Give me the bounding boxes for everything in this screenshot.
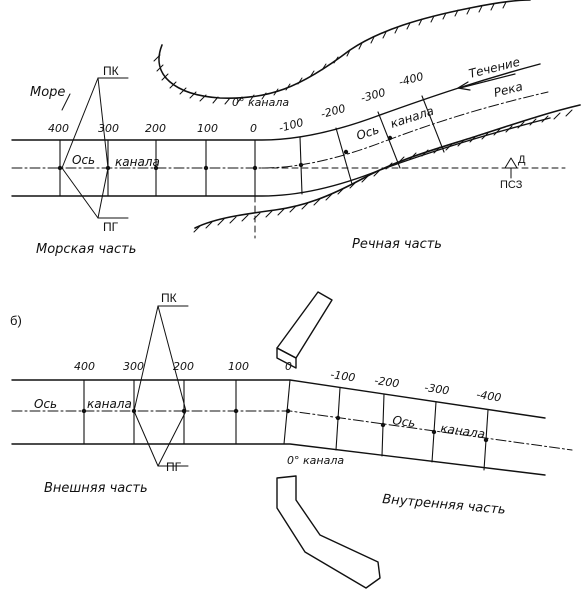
axis-word1-a: Ось [72, 153, 95, 167]
pk-label-a: ПК [103, 64, 119, 78]
range-lines-b [133, 305, 189, 467]
station-b-7: -300 [424, 381, 451, 397]
range-lines-a [61, 77, 129, 219]
stations-b: 400 300 200 100 0 -100 -200 -300 -400 [74, 360, 502, 404]
d-label: Д [518, 154, 526, 166]
outer-part-label: Внешняя часть [44, 481, 148, 496]
zero-label-a: 0° канала [232, 96, 289, 109]
channel-top-edge [11, 63, 541, 141]
inner-part-label: Внутренняя часть [382, 492, 507, 518]
zero-label-b: 0° канала [287, 454, 344, 467]
channel-axis [11, 91, 549, 169]
inner-axis-word1: Ось [392, 413, 417, 430]
station-b-1: 300 [123, 360, 144, 373]
station-a-2: 200 [145, 122, 166, 135]
station-points-b [81, 408, 489, 443]
pg-label-a: ПГ [103, 220, 119, 234]
d-marker [504, 157, 518, 169]
station-a-1: 300 [98, 122, 119, 135]
panel-b: б) [10, 291, 573, 589]
sea-label: Море [30, 85, 65, 100]
b-bottom-edge [11, 443, 546, 476]
river-label: Река [492, 79, 524, 100]
station-a-4: 0 [250, 122, 257, 135]
axis-word1-b: Ось [34, 397, 57, 411]
stations-a: 400 300 200 100 0 -100 -200 -300 -400 [48, 70, 425, 135]
station-b-2: 200 [173, 360, 194, 373]
station-a-3: 100 [197, 122, 218, 135]
station-a-7: -300 [359, 86, 386, 105]
pk-label-b: ПК [161, 291, 177, 305]
axis-word2-a: канала [115, 155, 160, 169]
river-axis-word2: канала [389, 104, 436, 131]
psz-label: ПСЗ [500, 179, 523, 191]
sea-part-label: Морская часть [36, 242, 136, 257]
axis-word2-b: канала [87, 397, 132, 411]
river-part-label: Речная часть [352, 237, 442, 252]
station-b-3: 100 [228, 360, 249, 373]
station-b-8: -400 [476, 388, 503, 404]
current-arrow [457, 73, 516, 91]
station-a-5: -100 [277, 116, 304, 135]
station-ticks-a [59, 95, 445, 197]
upper-jetty [276, 291, 333, 369]
panel-b-letter: б) [10, 313, 22, 328]
station-points-a [57, 135, 393, 171]
upper-shore [153, 0, 531, 105]
station-a-6: -200 [319, 102, 346, 121]
station-b-5: -100 [330, 368, 357, 384]
station-b-4: 0 [285, 360, 292, 373]
channel-bottom-edge [11, 117, 551, 197]
inner-axis-word2: канала [440, 421, 486, 441]
lower-jetty [276, 475, 381, 589]
river-axis-word1: Ось [355, 122, 381, 142]
station-b-0: 400 [74, 360, 95, 373]
station-a-0: 400 [48, 122, 69, 135]
panel-a: Море ПК ПГ 0° канала Ось канала Ось кана… [11, 0, 581, 257]
pg-label-b: ПГ [166, 460, 182, 474]
station-a-8: -400 [397, 70, 424, 89]
station-b-6: -200 [374, 374, 401, 390]
